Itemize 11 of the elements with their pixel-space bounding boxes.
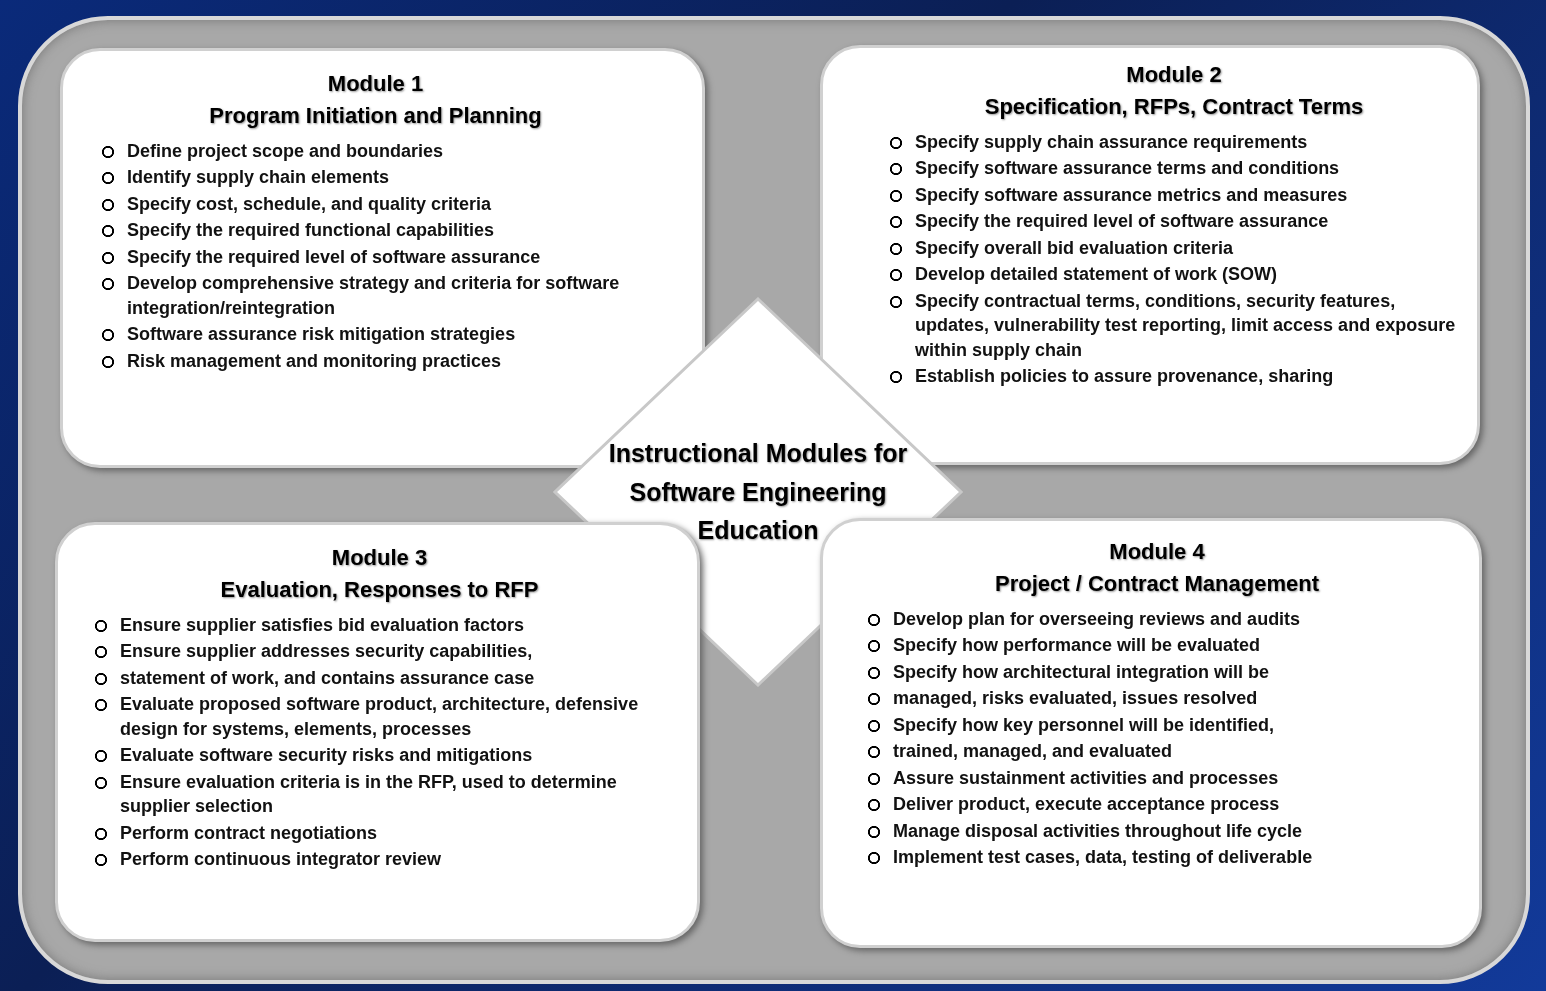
module-number: Module 1 (326, 71, 425, 97)
module-title: Program Initiation and Planning (208, 103, 543, 129)
module-number: Module 4 (1108, 539, 1206, 565)
module-title: Specification, RFPs, Contract Terms (983, 94, 1365, 120)
diamond-title: Instructional Modules for Software Engineering Education (607, 437, 909, 547)
module-card (820, 518, 1482, 948)
module-title: Evaluation, Responses to RFP (219, 577, 540, 603)
module-number: Module 3 (330, 545, 429, 571)
module-card (55, 522, 700, 942)
module-number: Module 2 (1125, 62, 1223, 88)
module-title: Project / Contract Management (994, 571, 1320, 597)
